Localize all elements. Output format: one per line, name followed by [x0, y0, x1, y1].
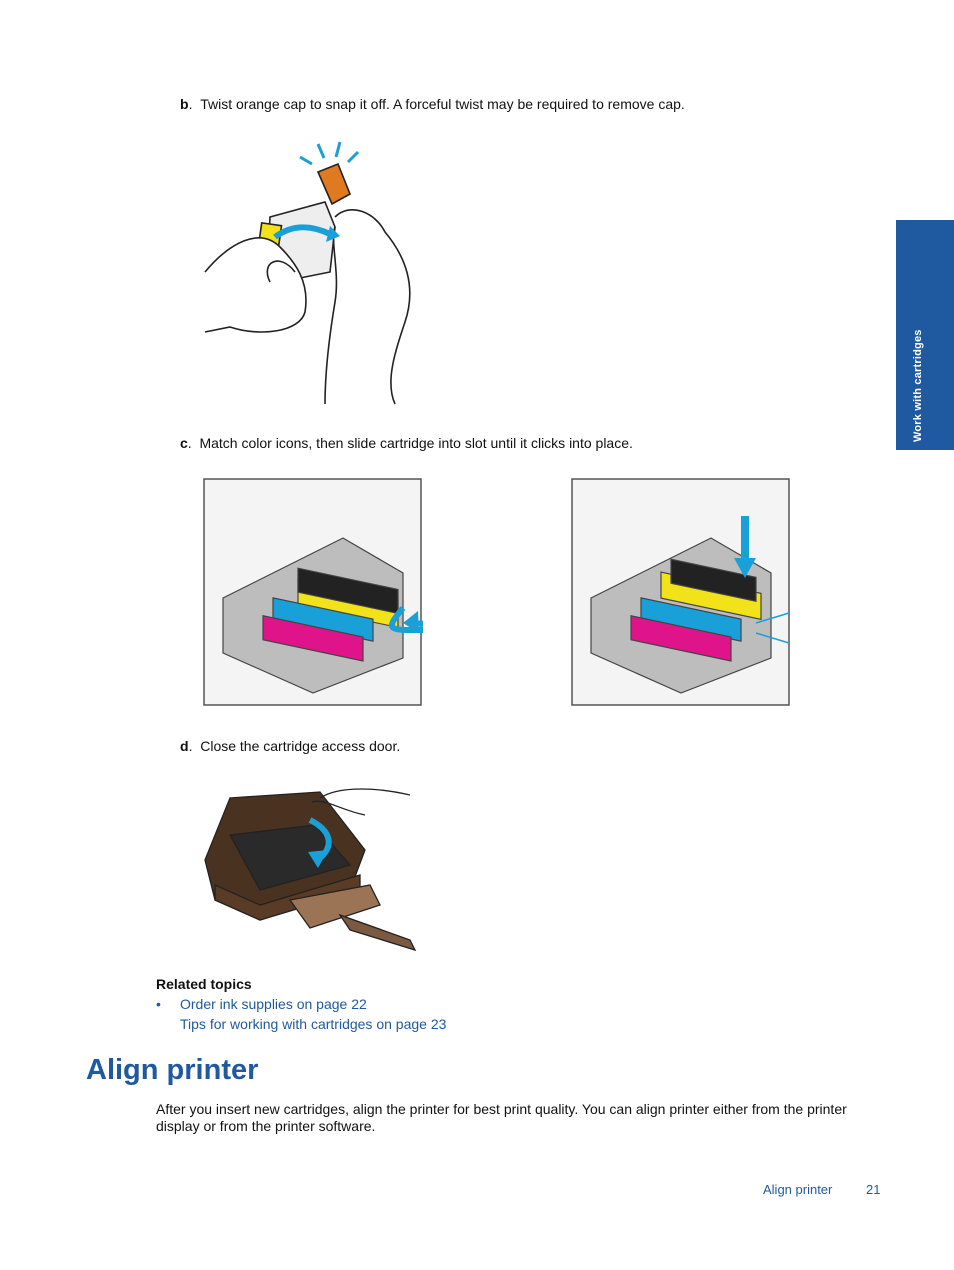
footer-page-number: 21 [866, 1182, 881, 1197]
chapter-side-tab-label: Work with cartridges [912, 329, 924, 442]
step-text: Twist orange cap to snap it off. A force… [200, 96, 685, 112]
footer-section-title: Align printer [763, 1182, 833, 1197]
step-text: Close the cartridge access door. [200, 738, 401, 754]
step-letter: d [180, 738, 189, 754]
section-body: After you insert new cartridges, align t… [156, 1101, 847, 1134]
cartridge-clicked-in-illustration [571, 478, 790, 706]
related-topics-title: Related topics [156, 976, 252, 992]
twist-cap-illustration [204, 141, 411, 405]
cartridge-slide-in-illustration [203, 478, 423, 706]
step-c: c. Match color icons, then slide cartrid… [180, 435, 633, 451]
chapter-side-tab: Work with cartridges [896, 220, 954, 450]
step-text: Match color icons, then slide cartridge … [199, 435, 633, 451]
step-letter: c [180, 435, 188, 451]
step-d: d. Close the cartridge access door. [180, 738, 401, 754]
section-heading: Align printer [86, 1054, 259, 1086]
step-b: b. Twist orange cap to snap it off. A fo… [180, 96, 685, 112]
step-letter: b [180, 96, 189, 112]
link-tips-working-cartridges[interactable]: Tips for working with cartridges on page… [180, 1016, 447, 1032]
link-order-ink-supplies[interactable]: Order ink supplies on page 22 [180, 996, 367, 1012]
close-access-door-illustration [204, 788, 417, 952]
related-bullet: • [156, 996, 161, 1012]
